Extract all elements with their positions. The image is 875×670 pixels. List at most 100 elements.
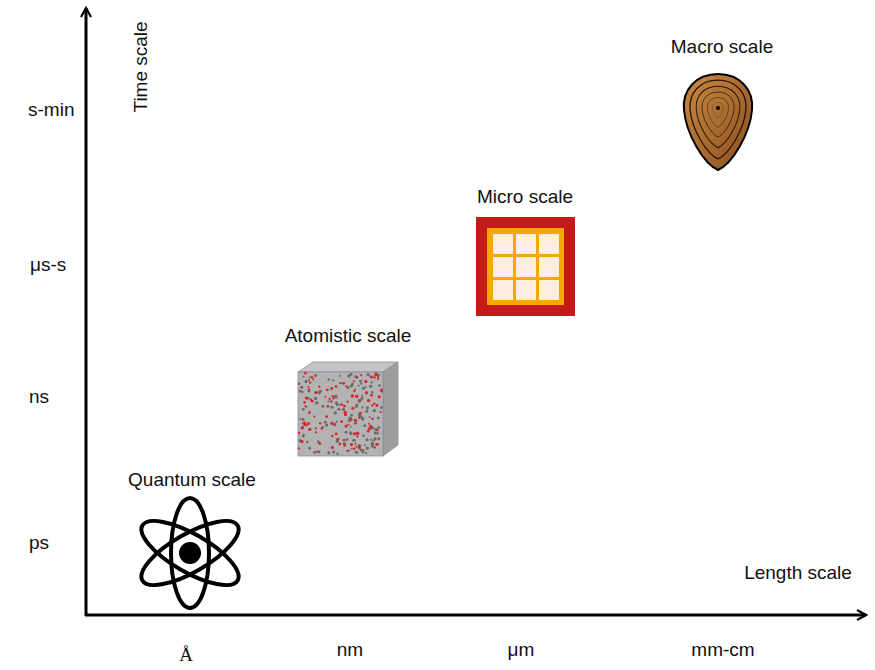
atom-dot xyxy=(355,451,358,454)
atom-dot xyxy=(328,378,330,380)
atom-dot xyxy=(377,375,379,377)
atom-dot xyxy=(332,450,335,453)
atom-dot xyxy=(325,415,328,418)
atom-dot xyxy=(366,373,369,376)
atom-dot xyxy=(315,375,317,377)
atom-dot xyxy=(342,382,345,385)
length-axis xyxy=(85,614,866,617)
atom-dot xyxy=(354,443,356,445)
atom-dot xyxy=(335,395,337,397)
atom-dot xyxy=(305,406,307,408)
atom-dot xyxy=(324,396,326,398)
atom-dot xyxy=(321,405,324,408)
atom-dot xyxy=(318,392,321,395)
atom-dot xyxy=(336,440,339,443)
atom-dot xyxy=(371,442,374,445)
atom-dot xyxy=(358,413,361,416)
atom-dot xyxy=(308,411,311,414)
atom-dot xyxy=(356,432,359,435)
atom-dot xyxy=(377,429,379,431)
atom-dot xyxy=(308,447,311,450)
atom-dot xyxy=(354,389,356,391)
atom-dot xyxy=(378,384,381,387)
atom-dot xyxy=(324,421,327,424)
atom-dot xyxy=(373,402,375,404)
atom-dot xyxy=(359,399,362,402)
atom-dot xyxy=(327,400,329,402)
atom-dot xyxy=(349,432,352,435)
atom-dot xyxy=(356,403,359,406)
atom-dot xyxy=(335,433,338,436)
atom-dot xyxy=(346,438,349,441)
atom-dot xyxy=(361,406,363,408)
atom-dot xyxy=(314,374,317,377)
atom-dot xyxy=(374,373,377,376)
atom-dot xyxy=(331,406,333,408)
atom-dot xyxy=(326,389,329,392)
scale-label: Micro scale xyxy=(477,186,573,208)
atom-dot xyxy=(343,405,346,408)
atom-dot xyxy=(322,426,324,428)
tick-label: s-min xyxy=(28,99,74,121)
atom-dot xyxy=(355,395,358,398)
atom-dot xyxy=(359,414,362,417)
atom-dot xyxy=(366,446,369,449)
atom-dot xyxy=(371,418,373,420)
atom-dot xyxy=(311,376,314,379)
atom-dot xyxy=(331,395,333,397)
atom-dot xyxy=(362,434,364,436)
atom-dot xyxy=(373,409,376,412)
atom-dot xyxy=(308,390,310,392)
atom-dot xyxy=(367,399,370,402)
atom-dot xyxy=(367,430,370,433)
atom-dot xyxy=(362,387,365,390)
atom-icon xyxy=(133,498,247,608)
atom-dot xyxy=(368,423,370,425)
atom-dot xyxy=(350,426,352,428)
atom-dot xyxy=(337,408,340,411)
atom-dot xyxy=(336,453,339,456)
tick-label: mm-cm xyxy=(691,639,754,661)
atom-dot xyxy=(364,380,367,383)
atom-dot xyxy=(380,406,383,409)
wood-log xyxy=(684,74,752,170)
atom-dot xyxy=(356,435,358,437)
atom-dot xyxy=(300,440,303,443)
atom-dot xyxy=(336,421,338,423)
atom-dot xyxy=(378,395,381,398)
atom-dot xyxy=(304,405,306,407)
tick-label: ps xyxy=(29,532,49,554)
atom-dot xyxy=(331,435,333,437)
atom-dot xyxy=(301,426,304,429)
atom-dot xyxy=(350,418,353,421)
atom-dot xyxy=(335,385,338,388)
atom-dot xyxy=(365,410,368,413)
atom-dot xyxy=(351,407,354,410)
atom-dot xyxy=(350,384,353,387)
atom-dot xyxy=(330,406,333,409)
atom-dot xyxy=(369,416,371,418)
atom-dot xyxy=(330,388,332,390)
atom-dot xyxy=(314,397,317,400)
atom-dot xyxy=(346,450,348,452)
atom-dot xyxy=(377,417,380,420)
atom-dot xyxy=(365,386,367,388)
atom-dot xyxy=(304,372,307,375)
atom-dot xyxy=(339,404,341,406)
atom-dot xyxy=(308,428,311,431)
atom-dot xyxy=(341,403,344,406)
scale-label: Quantum scale xyxy=(128,469,256,491)
atom-dot xyxy=(370,375,373,378)
tick-label: Å xyxy=(179,644,193,666)
atomistic-cube xyxy=(298,362,398,456)
atom-dot xyxy=(371,381,373,383)
atom-dot xyxy=(352,439,355,442)
atom-dot xyxy=(354,375,357,378)
atom-dot xyxy=(315,401,318,404)
atom-dot xyxy=(339,375,341,377)
atom-dot xyxy=(334,411,337,414)
axis-title: Length scale xyxy=(744,562,852,584)
atom-dot xyxy=(302,434,304,436)
atom-dot xyxy=(371,376,373,378)
